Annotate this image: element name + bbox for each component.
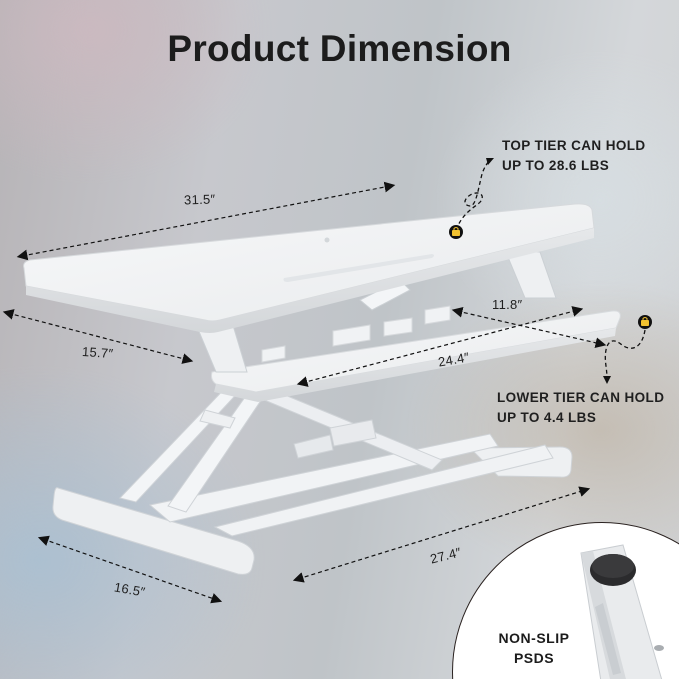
top-tier-capacity-line2: UP TO 28.6 LBS <box>502 158 610 173</box>
dim-line-top-depth <box>2 309 194 364</box>
weight-lbs-icon-lower <box>638 315 652 329</box>
lower-tier-capacity-note: LOWER TIER CAN HOLD UP TO 4.4 LBS <box>497 388 664 428</box>
foot-pad-detail-image <box>580 544 664 679</box>
lower-tier-capacity-line1: LOWER TIER CAN HOLD <box>497 390 665 405</box>
dim-label-keyboard-depth: 11.8″ <box>492 297 523 312</box>
top-tier-desktop <box>23 203 595 333</box>
dim-line-keyboard-width <box>296 306 584 387</box>
lower-tier-callout-arrow <box>603 329 646 384</box>
lower-tier-capacity-line2: UP TO 4.4 LBS <box>497 410 597 425</box>
weight-lbs-icon-top <box>449 225 463 239</box>
dim-label-top-depth: 15.7″ <box>81 343 114 362</box>
dimension-lines <box>2 181 607 604</box>
top-tier-callout-arrow <box>455 158 494 231</box>
top-tier-capacity-note: TOP TIER CAN HOLD UP TO 28.6 LBS <box>502 136 646 176</box>
desk-base <box>52 379 573 575</box>
page-title: Product Dimension <box>167 28 512 69</box>
non-slip-pads-label: NON-SLIP PSDS <box>484 628 584 668</box>
dim-label-top-width: 31.5″ <box>183 191 216 208</box>
top-tier-capacity-line1: TOP TIER CAN HOLD <box>502 138 646 153</box>
dim-line-base-width <box>292 486 591 583</box>
inset-label-line1: NON-SLIP <box>498 630 570 646</box>
top-tier-brackets <box>194 249 557 373</box>
dim-line-base-depth <box>37 535 223 604</box>
inset-label-line2: PSDS <box>513 650 555 666</box>
